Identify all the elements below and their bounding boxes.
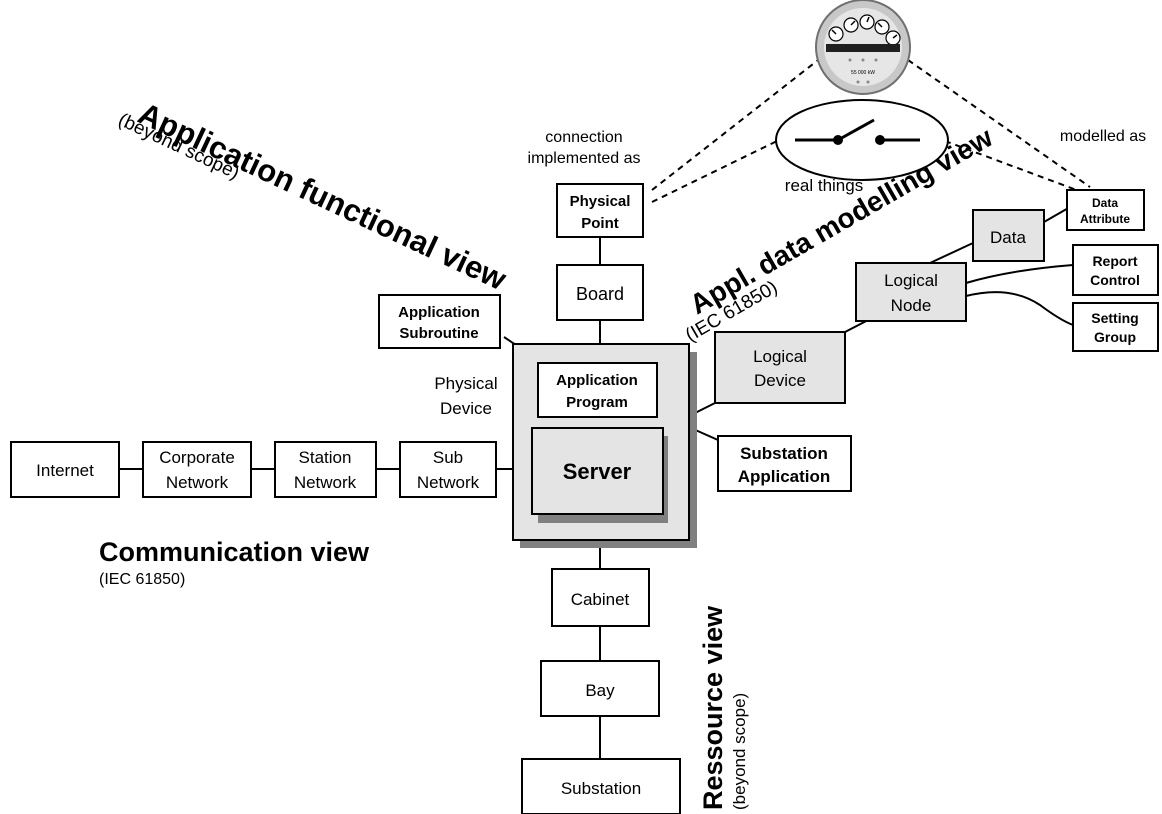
cabinet-label: Cabinet <box>571 590 630 609</box>
application-subroutine-box <box>378 294 501 349</box>
sub-network-box <box>399 441 497 498</box>
setting-group-label-2: Group <box>1094 329 1136 345</box>
report-control-label-1: Report <box>1092 253 1137 269</box>
logical-node-box <box>855 262 967 322</box>
dash-meter-attribute <box>907 59 1091 188</box>
station-network-label-2: Network <box>294 473 357 492</box>
ressource-view-note: (beyond scope) <box>730 693 749 810</box>
application-program-label-1: Application <box>556 372 638 389</box>
server-box <box>531 427 664 515</box>
white-boxes <box>10 183 1159 814</box>
switch-contact-left <box>833 135 843 145</box>
report-control-label-2: Control <box>1090 272 1140 288</box>
setting-group-label-1: Setting <box>1091 310 1138 326</box>
server-label: Server <box>563 459 632 484</box>
communication-view-note: (IEC 61850) <box>99 571 185 588</box>
real-things-label: real things <box>785 176 863 195</box>
connector-node-report <box>965 264 1074 284</box>
modelled-as-label: modelled as <box>1060 128 1146 145</box>
physical-point-label-2: Point <box>581 215 619 232</box>
data-attribute-label-1: Data <box>1092 196 1118 210</box>
board-box <box>556 264 644 321</box>
dash-switch-attribute <box>944 140 1091 196</box>
bay-box <box>540 660 660 717</box>
dashed-links <box>651 56 1091 203</box>
data-box <box>972 209 1045 262</box>
logical-node-label-1: Logical <box>884 271 938 290</box>
dash-point-switch <box>651 140 778 203</box>
application-subroutine-label-1: Application <box>398 304 480 321</box>
grey-boxes <box>714 209 1045 404</box>
cabinet-box <box>551 568 650 627</box>
board-label: Board <box>576 284 624 304</box>
box-texts: Physical Point Board Application Subrout… <box>36 193 1140 798</box>
connector-node-data <box>929 242 974 264</box>
connector-node-setting <box>965 291 1074 326</box>
meter-bar <box>826 44 900 52</box>
switch-illustration <box>775 99 949 181</box>
logical-device-box <box>714 331 846 404</box>
application-program-label-2: Program <box>566 394 628 411</box>
substation-application-label-2: Application <box>738 467 831 486</box>
bay-label: Bay <box>585 681 615 700</box>
connection-label-2: implemented as <box>528 150 641 167</box>
internet-box <box>10 441 120 498</box>
substation-application-box <box>717 435 852 492</box>
substation-label: Substation <box>561 779 641 798</box>
dash-point-meter <box>651 56 823 191</box>
station-network-label-1: Station <box>299 448 352 467</box>
physical-point-label-1: Physical <box>570 193 631 210</box>
station-network-box <box>274 441 377 498</box>
connection-label-1: connection <box>545 129 622 146</box>
substation-application-label-1: Substation <box>740 444 828 463</box>
corporate-network-box <box>142 441 252 498</box>
application-functional-view-title: Application functional view <box>133 96 512 298</box>
corporate-network-label-1: Corporate <box>159 448 235 467</box>
meter-icon: 55 000 kW <box>815 0 911 95</box>
free-labels: connection implemented as modelled as re… <box>434 128 1146 418</box>
data-attribute-box <box>1066 189 1145 231</box>
substation-box <box>521 758 681 814</box>
sub-network-label-2: Network <box>417 473 480 492</box>
meter-needles <box>831 16 898 39</box>
application-subroutine-label-2: Subroutine <box>399 325 478 342</box>
logical-node-label-2: Node <box>891 296 932 315</box>
meter-reading: 55 000 kW <box>851 70 875 76</box>
switch-contact-right <box>875 135 885 145</box>
setting-group-box <box>1072 302 1159 352</box>
real-things-ellipse <box>775 99 949 181</box>
data-attribute-label-2: Attribute <box>1080 212 1130 226</box>
communication-view-title: Communication view <box>99 537 370 567</box>
logical-device-label-2: Device <box>754 371 806 390</box>
ressource-view-title: Ressource view <box>698 605 728 810</box>
switch-blade <box>837 118 875 142</box>
corporate-network-label-2: Network <box>166 473 229 492</box>
physical-device-label-1: Physical <box>434 374 497 393</box>
internet-label: Internet <box>36 461 94 480</box>
data-label: Data <box>990 228 1026 247</box>
physical-device-label-2: Device <box>440 399 492 418</box>
application-program-box <box>537 362 658 418</box>
report-control-box <box>1072 244 1159 296</box>
physical-point-box <box>556 183 644 238</box>
logical-device-label-1: Logical <box>753 347 807 366</box>
sub-network-label-1: Sub <box>433 448 463 467</box>
